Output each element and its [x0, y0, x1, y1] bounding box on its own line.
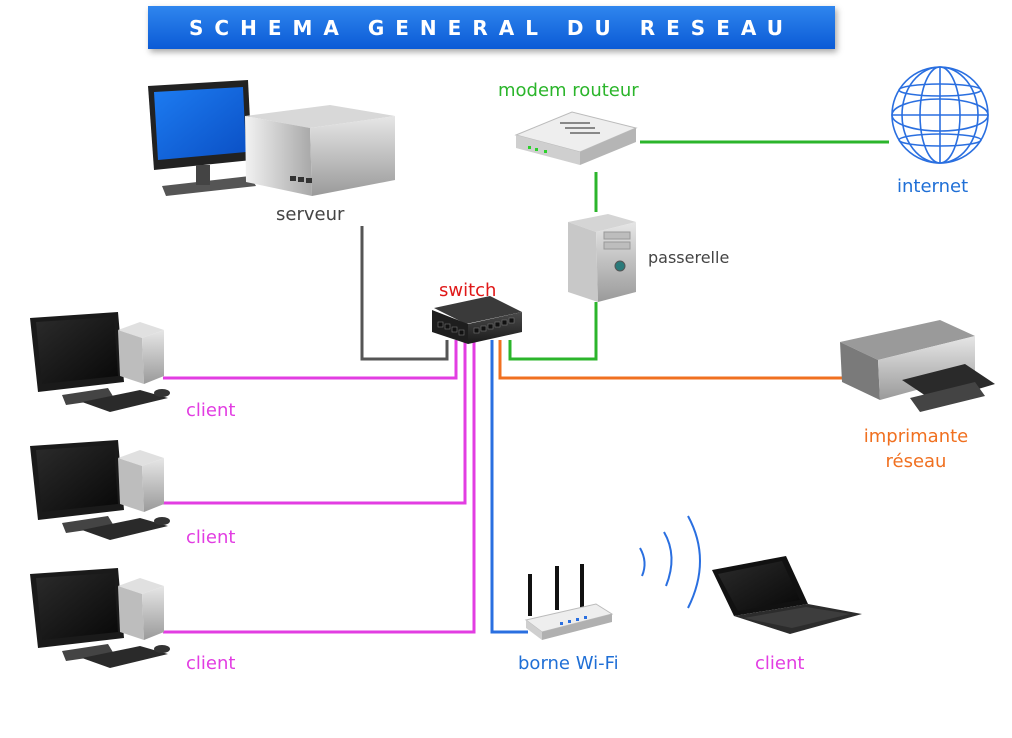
wifi-label: borne Wi-Fi: [518, 653, 619, 674]
server-box-icon: [245, 105, 395, 196]
desktop-pc-icon-1: [30, 312, 170, 412]
tower-pc-icon: [568, 214, 636, 302]
link-client1-switch: [163, 340, 458, 380]
laptop-client-label: client: [755, 653, 805, 674]
link-printer-switch: [498, 340, 845, 380]
printer-label-line2: réseau: [885, 451, 947, 472]
printer-icon: [840, 320, 995, 412]
title-banner: SCHEMA GENERAL DU RESEAU: [148, 6, 835, 49]
switch-label: switch: [439, 280, 497, 301]
client1-label: client: [186, 400, 236, 421]
link-client3-switch: [163, 340, 476, 634]
modem-label: modem routeur: [498, 80, 639, 101]
client3-label: client: [186, 653, 236, 674]
wifi-waves-icon: [639, 515, 701, 609]
desktop-pc-icon-3: [30, 568, 170, 668]
link-client2-switch: [163, 340, 467, 505]
server-monitor-icon: [148, 80, 256, 196]
wifi-access-point-icon: [524, 564, 614, 640]
client2-label: client: [186, 527, 236, 548]
gateway-label: passerelle: [648, 248, 730, 267]
laptop-icon: [712, 556, 862, 634]
link-gateway-switch: [508, 302, 598, 361]
link-wifi-switch: [490, 340, 528, 634]
network-switch-icon: [432, 296, 522, 344]
internet-label: internet: [897, 176, 969, 197]
desktop-pc-icon-2: [30, 440, 170, 540]
server-label: serveur: [276, 204, 345, 225]
link-server-switch: [360, 226, 449, 361]
connections: [163, 140, 889, 634]
modem-router-icon: [514, 111, 638, 165]
page-title: SCHEMA GENERAL DU RESEAU: [189, 15, 794, 40]
printer-label-line1: imprimante: [863, 426, 969, 447]
globe-icon: [891, 66, 989, 164]
